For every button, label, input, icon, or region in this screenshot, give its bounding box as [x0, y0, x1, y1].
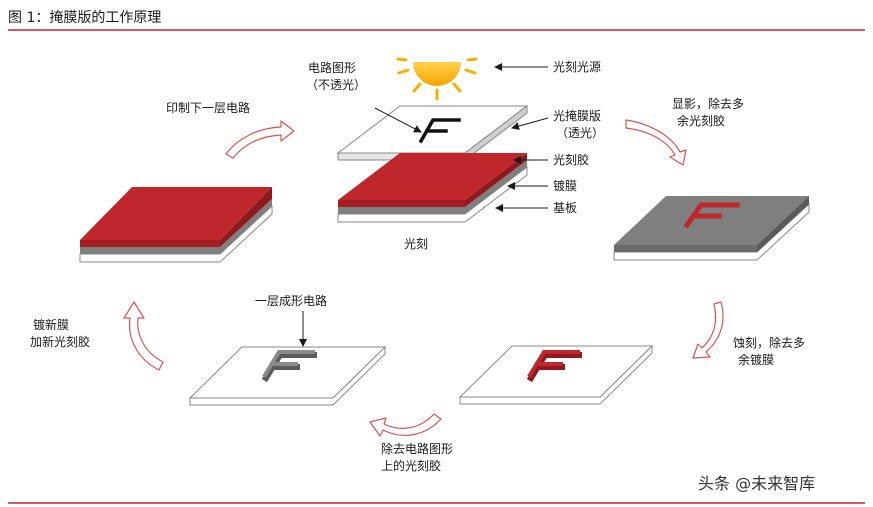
label-develop-line2: 余光刻胶	[677, 113, 725, 128]
label-mask-line2: （透光）	[556, 126, 604, 140]
curved-arrow-develop	[625, 119, 687, 166]
circuit-pattern-pointer	[374, 107, 422, 133]
wafer-developed	[613, 196, 810, 261]
sun-icon	[396, 57, 478, 101]
wafer-new-coating	[79, 187, 273, 263]
developed-resist-pattern	[683, 202, 740, 229]
label-develop-line1: 显影，除去多	[672, 96, 744, 111]
label-circuit-pattern-line1: 电路图形	[308, 60, 356, 75]
mask-pointer	[511, 117, 549, 130]
curved-arrow-new-film	[123, 301, 164, 371]
label-print-next: 印制下一层电路	[166, 100, 250, 115]
label-light-source: 光刻光源	[553, 60, 601, 74]
label-substrate: 基板	[553, 201, 577, 215]
label-remove-pr-line1: 除去电路图形	[381, 441, 453, 456]
label-circuit-pattern-line2: （不透光）	[306, 78, 366, 92]
figure-title: 图 1：掩膜版的工作原理	[8, 10, 161, 26]
label-new-film-line1: 镀新膜	[33, 317, 69, 332]
label-coating: 镀膜	[553, 179, 577, 193]
label-photoresist: 光刻胶	[553, 152, 589, 167]
mask-circuit-pattern	[418, 118, 461, 144]
label-new-film-line2: 加新光刻胶	[30, 334, 90, 349]
wafer-stack	[337, 153, 528, 223]
label-etch-line1: 蚀刻，除去多	[733, 335, 805, 350]
label-mask-line1: 光掩膜版	[553, 109, 601, 123]
formed-circuit-pattern	[261, 350, 317, 383]
curved-arrow-print-next	[225, 120, 295, 159]
label-etch-line2: 余镀膜	[738, 352, 774, 367]
wafer-formed-circuit	[188, 345, 387, 406]
mask-plate	[336, 104, 529, 162]
curved-arrow-etch	[692, 301, 724, 359]
label-remove-pr-line2: 上的光刻胶	[381, 458, 441, 473]
curved-arrow-remove-photoresist	[369, 413, 442, 437]
label-formed-circuit: 一层成形电路	[255, 293, 327, 308]
label-lithography: 光刻	[404, 237, 428, 251]
etched-pattern	[526, 350, 582, 383]
wafer-etched	[458, 344, 654, 405]
watermark: 头条 @未来智库	[698, 474, 815, 493]
